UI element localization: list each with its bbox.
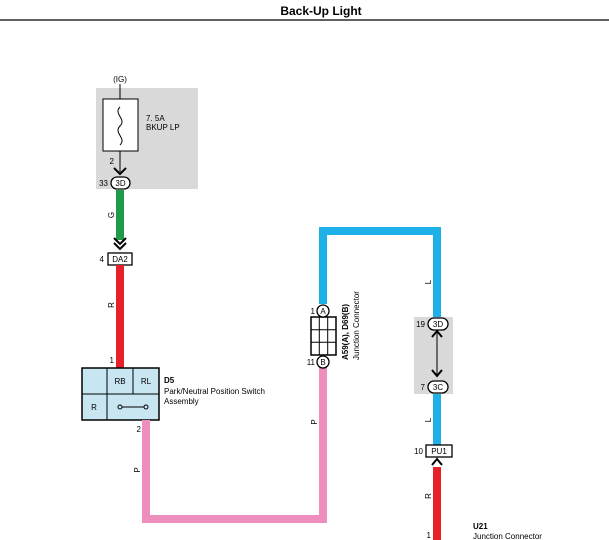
fuse-pin: 2 bbox=[110, 157, 115, 166]
connector-3c-pin: 7 bbox=[421, 383, 426, 392]
junction-u21-name: Junction Connector bbox=[473, 532, 542, 540]
wire-red-upper-label: R bbox=[107, 302, 116, 308]
junction-terminal-a-label: A bbox=[320, 307, 326, 316]
connector-right-3d-label: 3D bbox=[433, 320, 443, 329]
connector-3d-pin: 33 bbox=[99, 179, 108, 188]
junction-pin-a: 1 bbox=[311, 307, 316, 316]
wire-blue-mid-label: L bbox=[424, 417, 433, 422]
fuse-name: BKUP LP bbox=[146, 123, 180, 132]
junction-chevron-up-icon bbox=[431, 329, 443, 338]
wire-pink bbox=[142, 367, 327, 523]
junction-terminal-a bbox=[316, 304, 330, 318]
junction-terminal-b bbox=[316, 355, 330, 369]
switch-pin-bottom: 2 bbox=[137, 425, 142, 434]
switch-pin-top: 1 bbox=[110, 356, 115, 365]
switch-cell-r: R bbox=[91, 403, 97, 412]
diagram-title: Back-Up Light bbox=[280, 4, 361, 18]
wire-green-label: G bbox=[107, 212, 116, 218]
connector-da2-label: DA2 bbox=[112, 255, 128, 264]
junction-pin-b: 11 bbox=[307, 358, 316, 367]
ig-supply-label: (IG) bbox=[113, 75, 127, 84]
junction-chevron-down-icon bbox=[431, 369, 443, 378]
connector-pu1-pin: 10 bbox=[414, 447, 423, 456]
connector-right-3d-pin: 19 bbox=[416, 320, 425, 329]
connector-3c-label: 3C bbox=[433, 383, 443, 392]
switch-contact-icon bbox=[143, 404, 149, 410]
connector-3d-oval bbox=[110, 176, 131, 190]
da2-chevron-lower-icon bbox=[113, 242, 127, 251]
fuse-symbol-icon bbox=[117, 106, 123, 146]
da2-chevron-upper-icon bbox=[113, 237, 127, 246]
switch-cell-rb: RB bbox=[114, 377, 125, 386]
junction-a59-label: A59(A), D69(B) bbox=[341, 304, 350, 360]
wire-red-lower-label: R bbox=[424, 493, 433, 499]
fuse-rating: 7. 5A bbox=[146, 114, 165, 123]
switch-contact-icon bbox=[117, 404, 123, 410]
junction-u21-id: U21 bbox=[473, 522, 488, 531]
connector-da2-pin: 4 bbox=[100, 255, 105, 264]
wire-blue-upper bbox=[319, 227, 441, 317]
junction-terminal-b-label: B bbox=[320, 358, 325, 367]
connector-right-3d-oval bbox=[427, 317, 449, 331]
junction-u21-pin: 1 bbox=[427, 531, 432, 540]
pu1-chevron-icon bbox=[431, 457, 443, 466]
connector-pu1-label: PU1 bbox=[431, 447, 447, 456]
wire-blue-top-label: L bbox=[424, 279, 433, 284]
junction-a59-name: Junction Connector bbox=[352, 291, 361, 360]
wire-pink-left-label: P bbox=[133, 467, 142, 472]
wire-pink-mid-label: P bbox=[310, 419, 319, 424]
switch-id: D5 bbox=[164, 376, 175, 385]
junction-a59-box bbox=[310, 316, 337, 356]
connector-chevron-icon bbox=[113, 167, 127, 176]
switch-name-line1: Park/Neutral Position Switch bbox=[164, 387, 265, 396]
connector-pu1-box bbox=[425, 444, 453, 458]
connector-3d-label: 3D bbox=[115, 179, 125, 188]
switch-cell-rl: RL bbox=[141, 377, 152, 386]
switch-name-line2: Assembly bbox=[164, 397, 199, 406]
connector-3c-oval bbox=[427, 380, 449, 394]
